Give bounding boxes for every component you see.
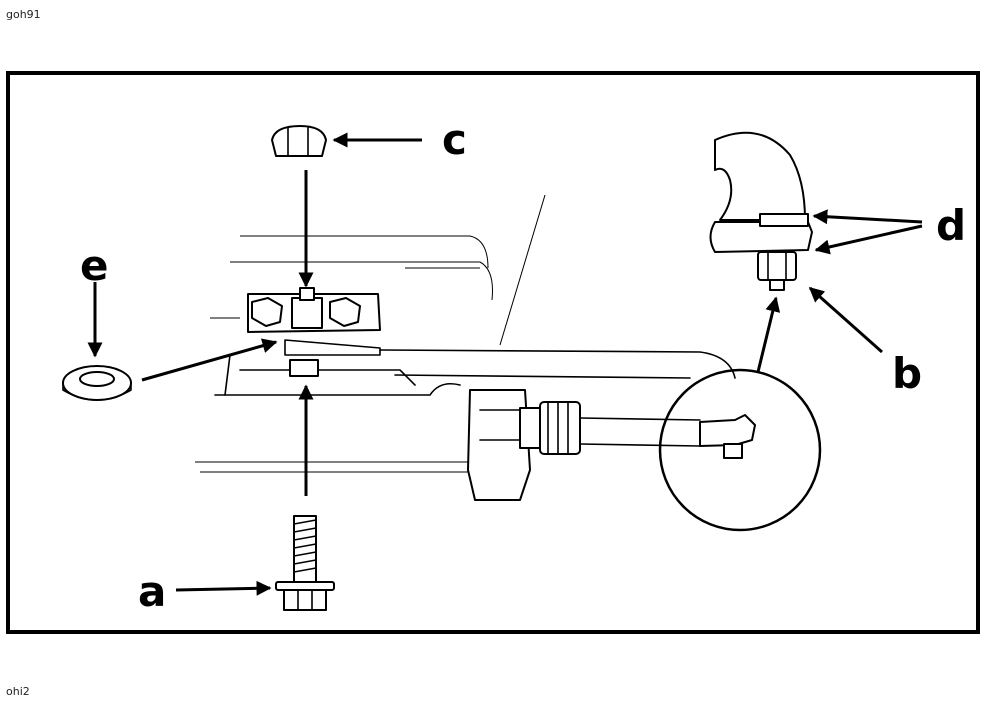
figure-code-bottom: ohi2 [6,685,30,698]
figure-frame [6,71,980,634]
callout-c: c [442,115,467,164]
callout-arrows [87,132,923,596]
arrow-a [175,580,272,596]
tie-rod-end-detail [658,368,822,532]
bolt-part-a [275,515,335,611]
steering-arm [709,131,813,291]
washer-part-e [62,365,132,401]
nut-part-c [271,125,327,157]
mounting-bracket [247,287,381,377]
figure-code-top: goh91 [6,8,41,21]
arrow-b [808,286,883,354]
steering-rack [379,349,736,501]
callout-b: b [892,349,922,398]
arrow-e-to-bracket [141,338,278,382]
callout-d: d [936,201,966,250]
arrow-detail-up [756,296,781,373]
castle-nut [757,251,797,281]
callout-a: a [138,567,166,616]
arrow-d-lower [814,224,923,255]
arrow-d-upper [812,209,923,225]
flange-nut-lower [289,359,319,377]
callout-e: e [80,241,109,290]
